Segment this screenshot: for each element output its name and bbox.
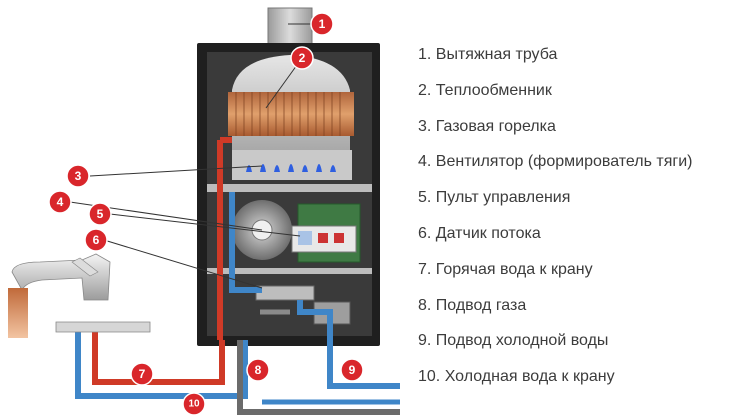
callout-label: 3 (75, 169, 82, 183)
callout-1: 1 (310, 12, 334, 36)
hot-water-pipe-to-tap (92, 330, 225, 385)
callout-4: 4 (48, 190, 72, 214)
cold-water-inlet-internal (297, 300, 333, 340)
callout-9: 9 (340, 358, 364, 382)
legend-item: 9. Подвод холодной воды (418, 332, 609, 350)
callout-label: 1 (319, 17, 326, 31)
legend-item: 10. Холодная вода к крану (418, 368, 615, 386)
legend-item: 8. Подвод газа (418, 296, 527, 314)
burner-divider (207, 184, 372, 192)
callout-label: 2 (299, 51, 306, 65)
control-panel-button (334, 233, 344, 243)
flow-sensor (255, 285, 315, 301)
control-panel-button (318, 233, 328, 243)
sink (55, 321, 151, 333)
heat-exchanger (228, 92, 354, 136)
cold-water-internal-pipe (229, 192, 262, 293)
callout-10: 10 (182, 392, 206, 416)
cold-water-pipe-to-tap (75, 330, 248, 399)
parts-legend: 1. Вытяжная труба 2. Теплообменник 3. Га… (418, 42, 743, 400)
cold-water-supply-pipe (327, 340, 400, 389)
callout-label: 6 (93, 233, 100, 247)
legend-item: 1. Вытяжная труба (418, 46, 558, 63)
legend-item: 7. Горячая вода к крану (418, 260, 593, 278)
callout-7: 7 (130, 362, 154, 386)
callout-label: 8 (255, 363, 262, 377)
callout-8: 8 (246, 358, 270, 382)
lower-divider (207, 268, 372, 274)
callout-label: 5 (97, 207, 104, 221)
faucet-lever (71, 257, 99, 277)
callout-markers: 1 2 3 4 5 6 7 8 (48, 12, 364, 416)
callout-3: 3 (66, 164, 90, 188)
water-stream (8, 288, 28, 338)
legend-item: 5. Пульт управления (418, 189, 571, 207)
callout-label: 9 (349, 363, 356, 377)
callout-label: 10 (188, 399, 200, 410)
gas-supply-pipe (237, 340, 400, 415)
legend-item: 3. Газовая горелка (418, 117, 556, 135)
water-heater-diagram: 1 2 3 4 5 6 7 8 (8, 7, 400, 416)
legend-item: 2. Теплообменник (418, 81, 552, 99)
control-panel-display (298, 231, 312, 245)
callout-6: 6 (84, 228, 108, 252)
callout-2: 2 (290, 46, 314, 70)
callout-5: 5 (88, 202, 112, 226)
legend-item: 4. Вентилятор (формирователь тяги) (418, 153, 693, 171)
callout-label: 4 (57, 195, 64, 209)
callout-label: 7 (139, 367, 146, 381)
exchanger-fins (235, 92, 341, 136)
burner-flames (246, 164, 336, 172)
legend-item: 6. Датчик потока (418, 224, 541, 242)
